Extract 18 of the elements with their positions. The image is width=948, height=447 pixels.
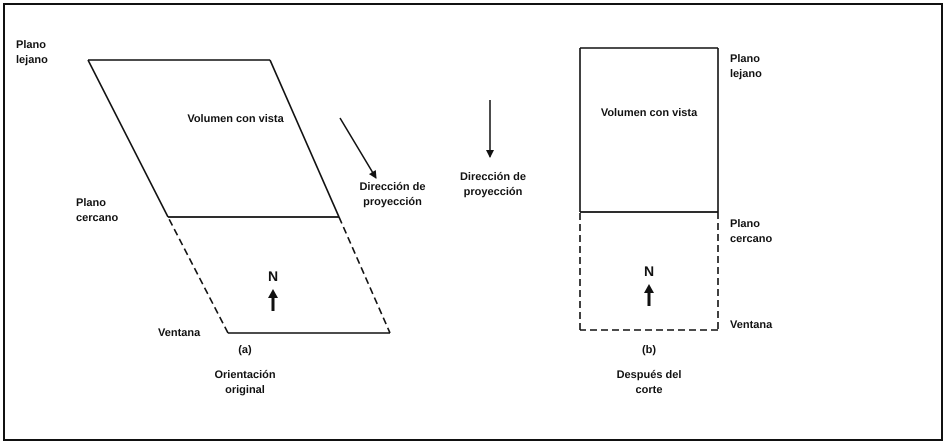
panel-label: (b): [640, 343, 658, 358]
direction-label: Dirección de proyección: [358, 180, 427, 210]
region-label: Volumen con vista: [186, 112, 285, 127]
plane-label: Plano lejano: [16, 38, 49, 68]
caption-text: Orientación original: [213, 368, 277, 398]
window-label: Ventana: [158, 326, 202, 341]
plane-label: Plano lejano: [730, 52, 763, 82]
panel-label: (a): [237, 343, 253, 358]
plane-label: Plano cercano: [730, 217, 774, 247]
window-region: [580, 212, 718, 330]
region-label: Volumen con vista: [600, 106, 698, 121]
caption-text: Después del corte: [616, 368, 682, 398]
window-label: Ventana: [730, 318, 774, 333]
view-volume-region: [580, 48, 718, 212]
north-label: N: [642, 262, 656, 281]
direction-label: Dirección de proyección: [458, 170, 528, 200]
north-label: N: [266, 267, 280, 286]
plane-label: Plano cercano: [76, 196, 120, 226]
